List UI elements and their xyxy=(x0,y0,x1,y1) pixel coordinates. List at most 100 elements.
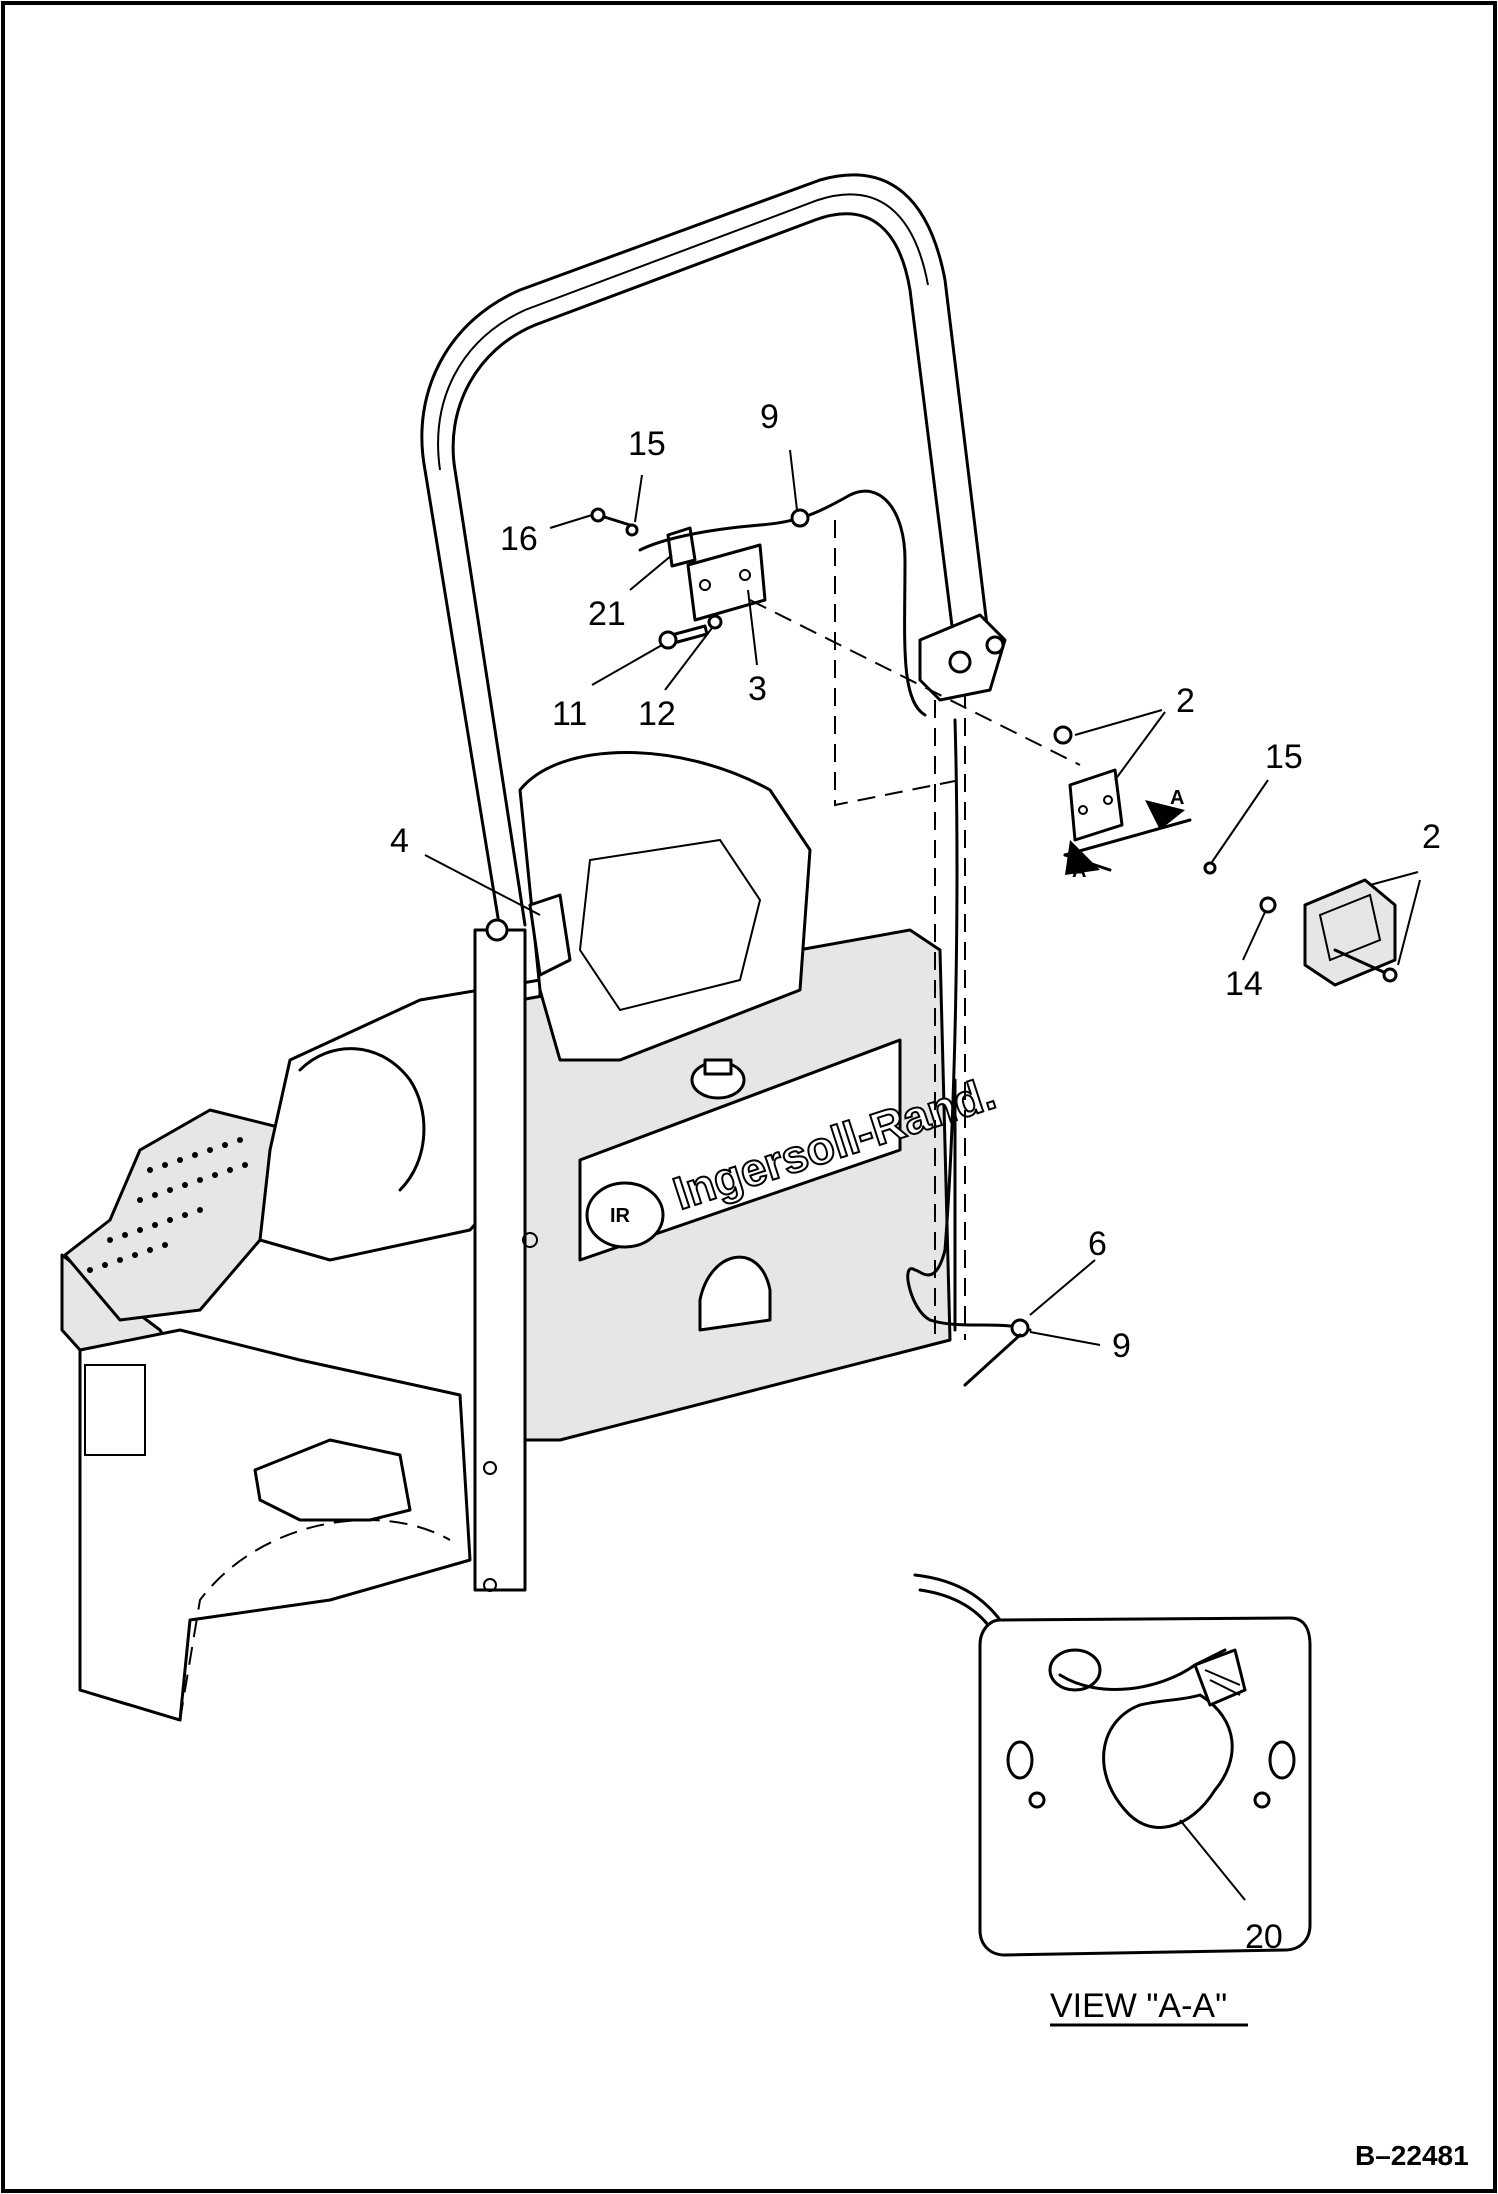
wire-end xyxy=(963,1333,1022,1387)
steering-handle xyxy=(298,1047,426,1192)
brand-logo xyxy=(585,1181,665,1249)
inset-small-hole-left xyxy=(1028,1791,1046,1809)
leader-2-upper-b xyxy=(1114,711,1166,781)
fuel-cap-top xyxy=(703,1058,733,1076)
callout-16: 16 xyxy=(500,520,538,558)
bracket-washer xyxy=(707,614,723,630)
leader-16 xyxy=(549,514,593,529)
bracket-hole-2 xyxy=(739,569,751,581)
callout-6: 6 xyxy=(1088,1225,1107,1263)
inset-hole-left xyxy=(1006,1740,1034,1780)
bulb-contacts xyxy=(1204,1669,1241,1696)
inset-grommet xyxy=(1048,1648,1102,1692)
callout-15-top: 15 xyxy=(628,425,666,463)
callout-9-top: 9 xyxy=(760,398,779,436)
rops-hoop-outer xyxy=(420,173,992,932)
view-a-a-inset xyxy=(913,1573,1312,1957)
leader-2-right-b xyxy=(1397,879,1421,966)
section-line-box xyxy=(834,520,961,807)
lamp-bulb xyxy=(1102,1693,1234,1829)
leader-15-top xyxy=(634,474,643,523)
light-wire-harness xyxy=(638,489,1032,1332)
left-bracket-nut xyxy=(485,918,509,942)
leader-2-upper-a xyxy=(1074,709,1163,736)
front-housing-side xyxy=(78,1328,472,1722)
leader-2-right-a xyxy=(1369,871,1419,886)
callout-4: 4 xyxy=(390,822,409,860)
lamp-plate-hole-2 xyxy=(1103,795,1113,805)
section-arrow-a-upper xyxy=(1063,818,1192,857)
work-lamp xyxy=(1303,878,1397,987)
operator-seat xyxy=(518,751,812,1062)
body-cutout xyxy=(698,1255,772,1332)
callout-15-right: 15 xyxy=(1265,738,1303,776)
leader-12 xyxy=(664,627,713,691)
rops-post-left xyxy=(473,928,527,1592)
right-pivot-bolt xyxy=(948,650,972,674)
inset-hole-right xyxy=(1268,1740,1296,1780)
leader-6 xyxy=(1029,1259,1096,1316)
housing-window xyxy=(84,1364,146,1456)
leader-9-lower xyxy=(1029,1331,1101,1346)
roller-machine: IR Ingersoll-Rand. xyxy=(60,173,1007,1722)
callout-12: 12 xyxy=(638,695,676,733)
body-hidden-line xyxy=(559,1339,951,1441)
lock-washer xyxy=(1053,725,1073,745)
leader-lines xyxy=(424,449,1421,1901)
work-lamp-lens xyxy=(1318,893,1382,962)
clip-screw-head xyxy=(590,507,606,523)
callout-21: 21 xyxy=(588,595,626,633)
callout-9-lower: 9 xyxy=(1112,1327,1131,1365)
callout-20: 20 xyxy=(1245,1918,1283,1956)
bracket-hole-1 xyxy=(699,579,711,591)
leader-11 xyxy=(591,644,663,686)
leader-21 xyxy=(629,554,673,591)
lamp-base-plate xyxy=(1068,768,1124,842)
callout-2-upper: 2 xyxy=(1176,682,1195,720)
mount-block xyxy=(253,1438,412,1522)
seat-cushion xyxy=(578,838,762,1012)
section-arrow-a-lower-head xyxy=(1065,840,1100,875)
leader-9-top xyxy=(789,449,798,511)
callout-14: 14 xyxy=(1225,965,1263,1003)
leader-3 xyxy=(747,589,758,666)
brand-logo-text: IR xyxy=(610,1205,631,1227)
leader-20 xyxy=(1179,1819,1246,1901)
section-arrow-a-upper-head xyxy=(1145,800,1185,830)
view-title: VIEW "A-A" xyxy=(1050,1987,1227,2025)
light-bracket xyxy=(686,543,767,622)
rops-hoop-inner xyxy=(451,212,957,927)
leader-4 xyxy=(424,854,541,916)
lamp-nut xyxy=(1203,861,1217,875)
lamp-plate-hole-1 xyxy=(1078,805,1088,815)
lamp-screw-head xyxy=(1382,967,1398,983)
step-perforations xyxy=(87,1137,248,1273)
rops-post-right xyxy=(934,690,966,1340)
inset-wire-loop xyxy=(1058,1648,1227,1691)
leader-15-right xyxy=(1211,779,1269,863)
post-bolt-2 xyxy=(483,1578,497,1592)
lamp-screw xyxy=(1333,948,1392,977)
callout-2-right: 2 xyxy=(1422,818,1441,856)
post-bolt-3 xyxy=(522,1232,538,1248)
callout-labels: 9 15 16 21 11 12 3 2 15 2 14 4 6 9 20 xyxy=(390,398,1441,1956)
callout-3: 3 xyxy=(748,670,767,708)
right-pivot-bolt-2 xyxy=(985,635,1005,655)
leader-14 xyxy=(1242,911,1266,961)
light-assembly: A A xyxy=(590,489,1398,1387)
drum-outline xyxy=(179,1519,451,1721)
lamp-washer xyxy=(1259,896,1277,914)
bracket-bolt-head xyxy=(658,630,678,650)
post-bolt-1 xyxy=(483,1461,497,1475)
inset-small-hole-right xyxy=(1253,1791,1271,1809)
callout-11: 11 xyxy=(552,695,587,733)
section-letter-lower: A xyxy=(1072,860,1086,882)
section-line-light xyxy=(749,599,1081,766)
grommet-upper xyxy=(790,508,810,528)
section-letter-upper: A xyxy=(1170,787,1184,809)
document-number: B–22481 xyxy=(1355,2140,1469,2171)
rops-hoop-mid xyxy=(437,193,929,471)
clip-nut xyxy=(625,523,639,537)
